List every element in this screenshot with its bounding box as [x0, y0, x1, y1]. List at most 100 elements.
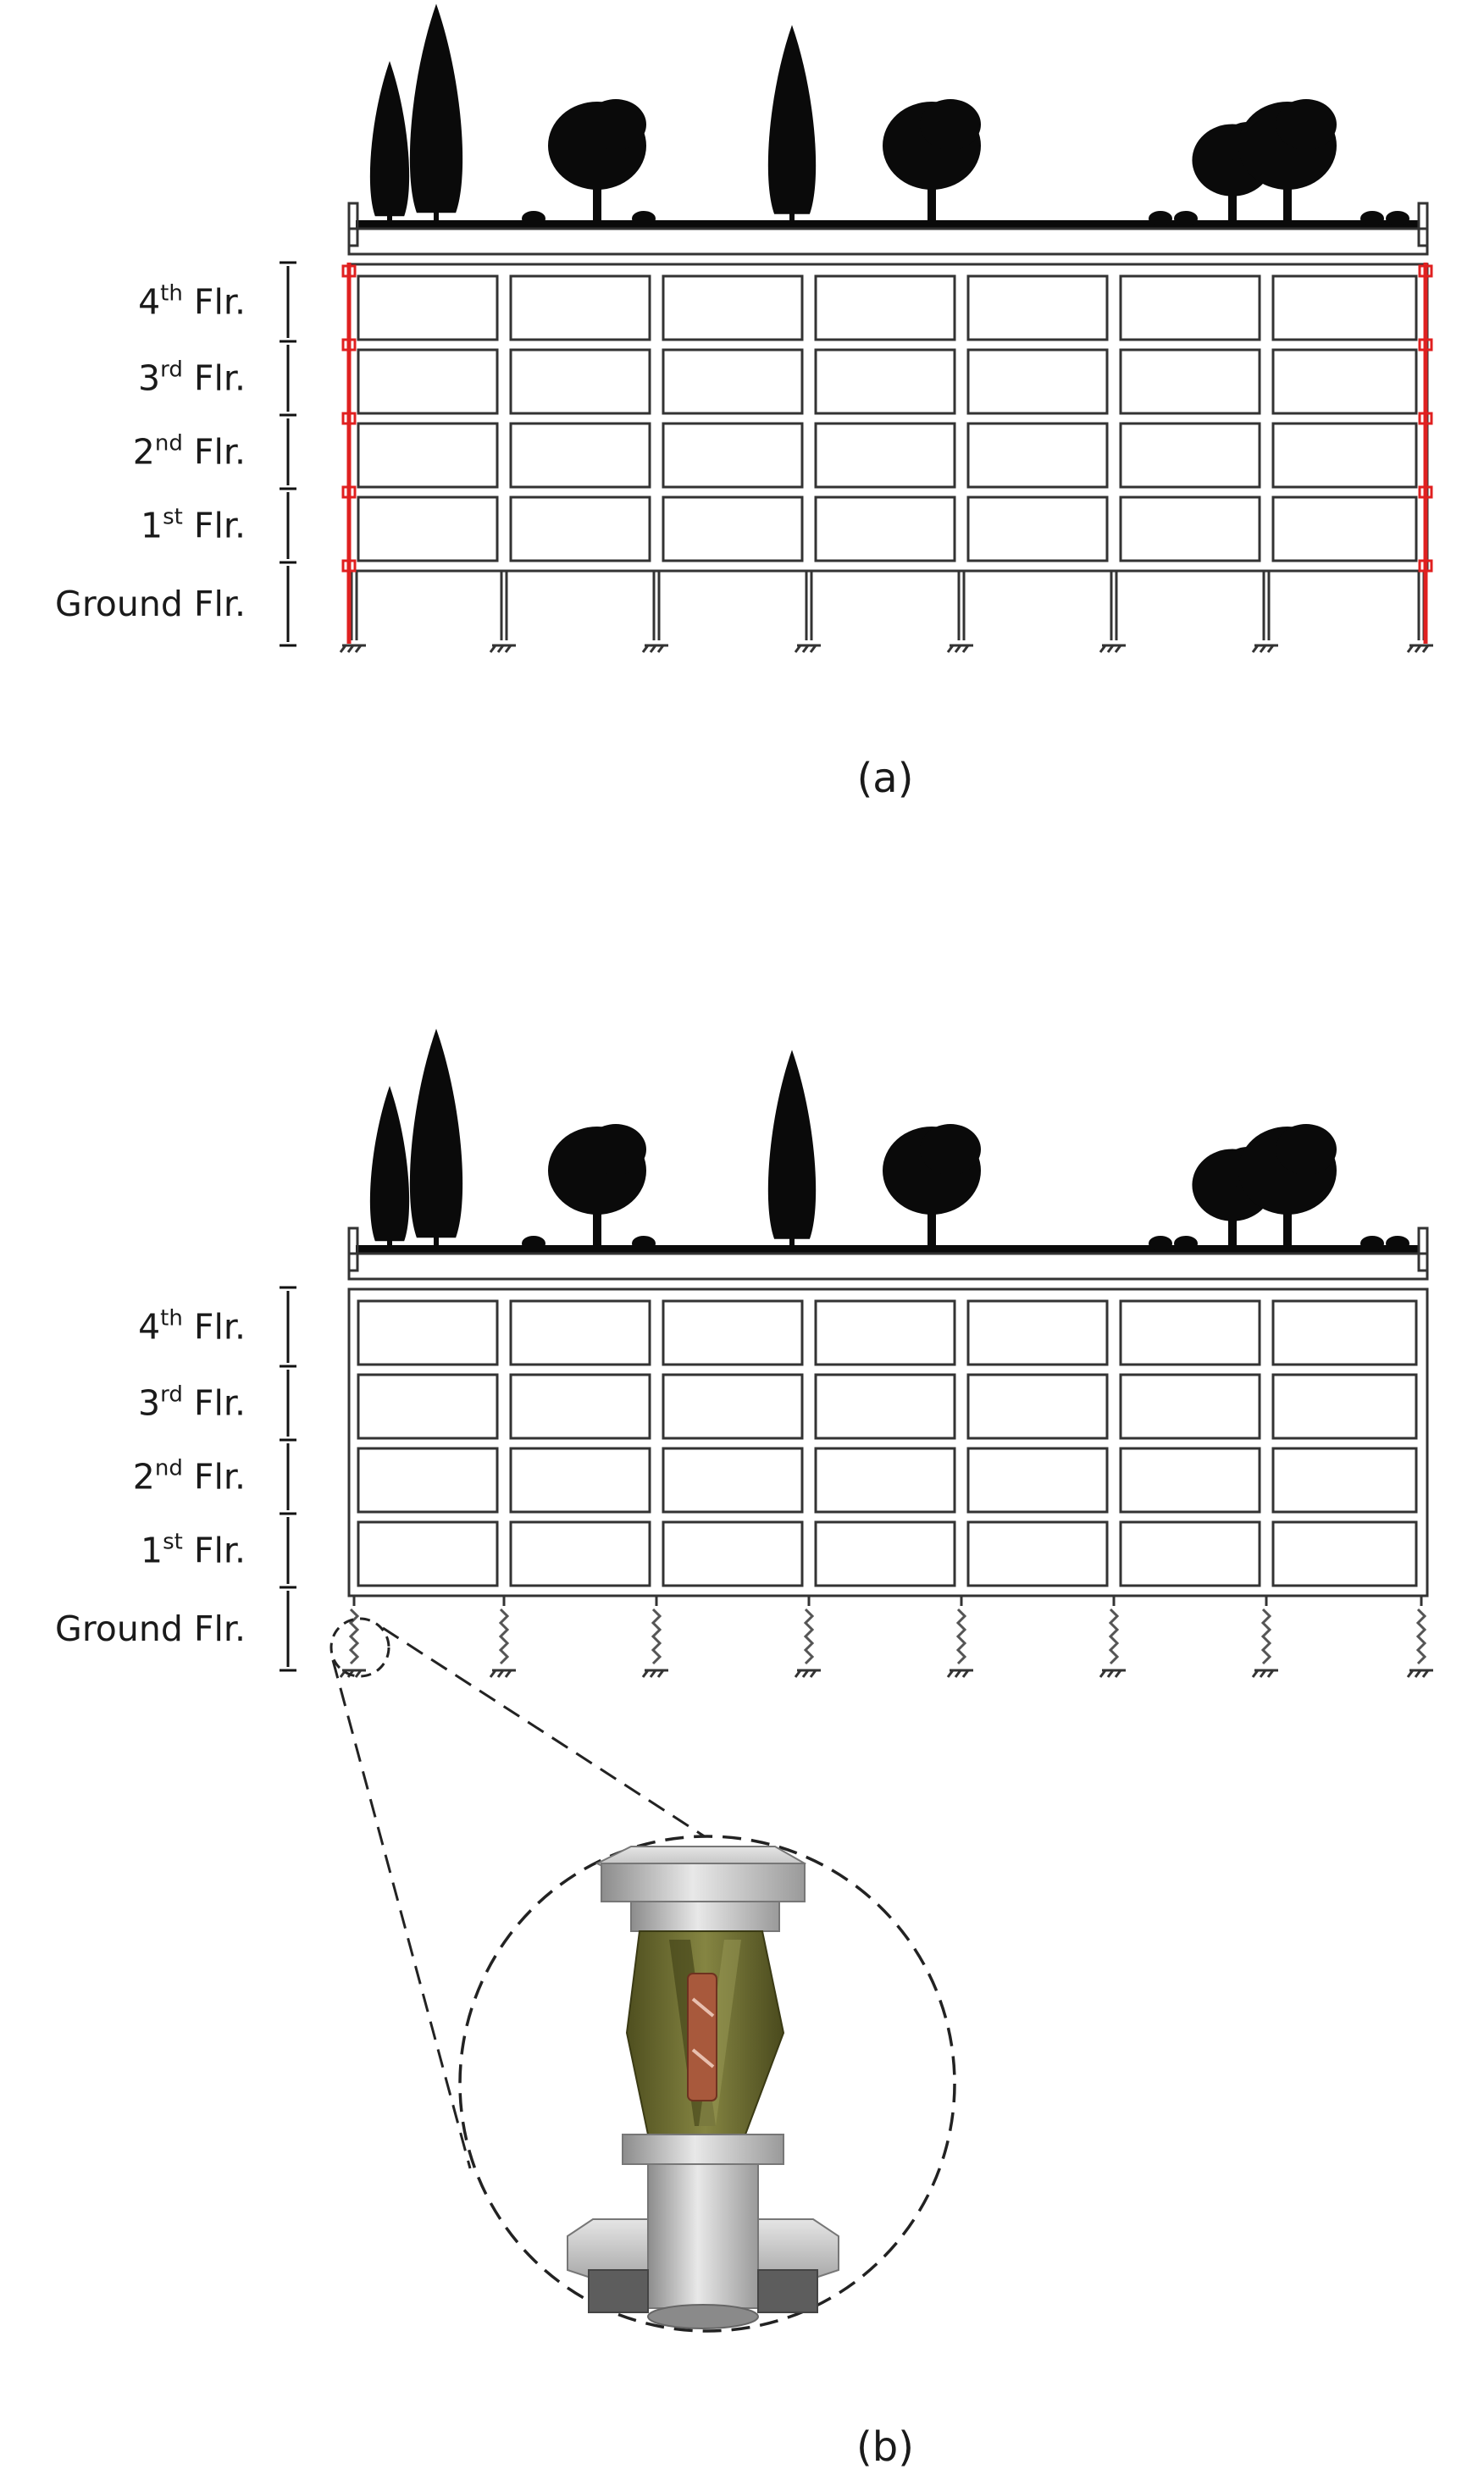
bay-f0-c0 — [357, 1299, 499, 1366]
support-hatch-7-2 — [1421, 645, 1430, 653]
bay-f2-c2 — [662, 422, 804, 489]
tree-2 — [548, 1124, 646, 1251]
floor-label-suffix: st — [163, 1530, 183, 1555]
bay-f2-c0 — [357, 422, 499, 489]
floor-frame-outline — [347, 1287, 1429, 1597]
cypress-crown — [409, 1028, 463, 1238]
support-hatch-7-0 — [1406, 645, 1415, 653]
bay-f2-c2 — [662, 1447, 804, 1514]
support-hatch-3-2 — [809, 1669, 817, 1678]
floor-label-1: 3rd Flr. — [138, 357, 246, 399]
bay-f0-c5 — [1119, 1299, 1261, 1366]
retrofit-connector-1-1 — [1418, 338, 1433, 352]
bay-f2-c3 — [814, 1447, 956, 1514]
floor-label-3: 1st Flr. — [141, 1530, 246, 1571]
floor-label-suffix: th — [160, 1306, 183, 1332]
bay-f0-c0 — [357, 274, 499, 341]
bay-f3-c2 — [662, 1520, 804, 1587]
support-hatch-6-0 — [1251, 1669, 1260, 1678]
support-hatch-4-1 — [954, 645, 962, 653]
isolator-top-cap — [630, 1901, 780, 1932]
bay-f0-c5 — [1119, 274, 1261, 341]
tree-trunk — [593, 184, 601, 226]
support-hatch-2-2 — [656, 645, 665, 653]
tree-trunk — [1228, 191, 1237, 226]
retrofit-connector-0-4 — [341, 559, 357, 573]
copper-highlight-1 — [691, 1997, 715, 2018]
bush-2 — [632, 1236, 656, 1251]
tree-4 — [883, 99, 981, 226]
support-hatch-6-1 — [1259, 645, 1267, 653]
support-hatch-1-2 — [504, 645, 512, 653]
tree-3 — [767, 1049, 817, 1251]
isolator-spring-7 — [1415, 1608, 1427, 1665]
bay-f0-c2 — [662, 1299, 804, 1366]
support-hatch-2-0 — [641, 645, 650, 653]
bay-f0-c6 — [1271, 274, 1418, 341]
bay-f3-c3 — [814, 496, 956, 562]
tree-trunk — [593, 1209, 601, 1251]
floor-label-word: Flr. — [183, 1531, 246, 1571]
tree-trunk — [789, 211, 795, 226]
floor-label-word: Flr. — [183, 584, 246, 624]
bush-2 — [632, 211, 656, 226]
isolator-spring-5 — [1108, 1608, 1120, 1665]
floor-label-word: Flr. — [183, 358, 246, 399]
retrofit-connector-0-1 — [341, 338, 357, 352]
support-hatch-5-1 — [1106, 645, 1115, 653]
isolator-base-foot-left — [588, 2269, 649, 2313]
support-hatch-5-1 — [1106, 1669, 1115, 1678]
panel-b-building: 4th Flr.3rd Flr.2nd Flr.1st Flr.Ground F… — [55, 1028, 1433, 1678]
floor-label-suffix: rd — [160, 1382, 183, 1408]
bay-f2-c6 — [1271, 422, 1418, 489]
retrofit-connector-0-0 — [341, 264, 357, 278]
bay-f2-c5 — [1119, 422, 1261, 489]
bay-f0-c6 — [1271, 1299, 1418, 1366]
support-hatch-0-0 — [339, 1669, 347, 1678]
bay-f2-c4 — [966, 1447, 1109, 1514]
bay-f1-c4 — [966, 348, 1109, 415]
tree-crown-lobe — [1276, 99, 1337, 150]
bush-3 — [1149, 1236, 1172, 1251]
bay-f0-c3 — [814, 1299, 956, 1366]
floor-label-word: Flr. — [183, 1383, 246, 1424]
bay-f3-c2 — [662, 496, 804, 562]
support-hatch-2-2 — [656, 1669, 665, 1678]
floor-label-2: 2nd Flr. — [133, 431, 246, 473]
bay-f1-c0 — [357, 348, 499, 415]
bay-f3-c3 — [814, 1520, 956, 1587]
tree-0 — [369, 61, 410, 226]
support-hatch-0-2 — [354, 1669, 363, 1678]
isolator-spring-3 — [803, 1608, 815, 1665]
floor-label-number: 2 — [133, 432, 155, 473]
bay-f0-c1 — [509, 274, 651, 341]
bay-f1-c4 — [966, 1373, 1109, 1440]
support-hatch-3-0 — [794, 1669, 802, 1678]
building-frame — [339, 202, 1433, 653]
isolator-top-block — [601, 1863, 806, 1902]
bay-f0-c2 — [662, 274, 804, 341]
floor-label-word: Flr. — [183, 1307, 246, 1348]
bay-f3-c5 — [1119, 496, 1261, 562]
grass-strip — [356, 1245, 1419, 1254]
tree-trunk — [928, 184, 936, 226]
cypress-crown — [369, 1086, 410, 1242]
bay-f3-c6 — [1271, 496, 1418, 562]
bay-f1-c3 — [814, 1373, 956, 1440]
support-hatch-7-0 — [1406, 1669, 1415, 1678]
support-hatch-4-0 — [946, 645, 955, 653]
support-hatch-6-1 — [1259, 1669, 1267, 1678]
bay-f1-c0 — [357, 1373, 499, 1440]
support-hatch-5-0 — [1099, 645, 1107, 653]
support-hatch-0-0 — [339, 645, 347, 653]
tree-trunk — [1283, 1209, 1292, 1251]
floor-label-number: 4 — [138, 1307, 160, 1348]
floor-label-3: 1st Flr. — [141, 505, 246, 546]
roof-slab — [347, 1252, 1429, 1281]
bay-f1-c1 — [509, 1373, 651, 1440]
tree-6 — [1238, 99, 1337, 226]
bay-f3-c4 — [966, 496, 1109, 562]
bay-f0-c1 — [509, 1299, 651, 1366]
support-hatch-1-0 — [489, 645, 497, 653]
retrofit-connector-1-0 — [1418, 264, 1433, 278]
